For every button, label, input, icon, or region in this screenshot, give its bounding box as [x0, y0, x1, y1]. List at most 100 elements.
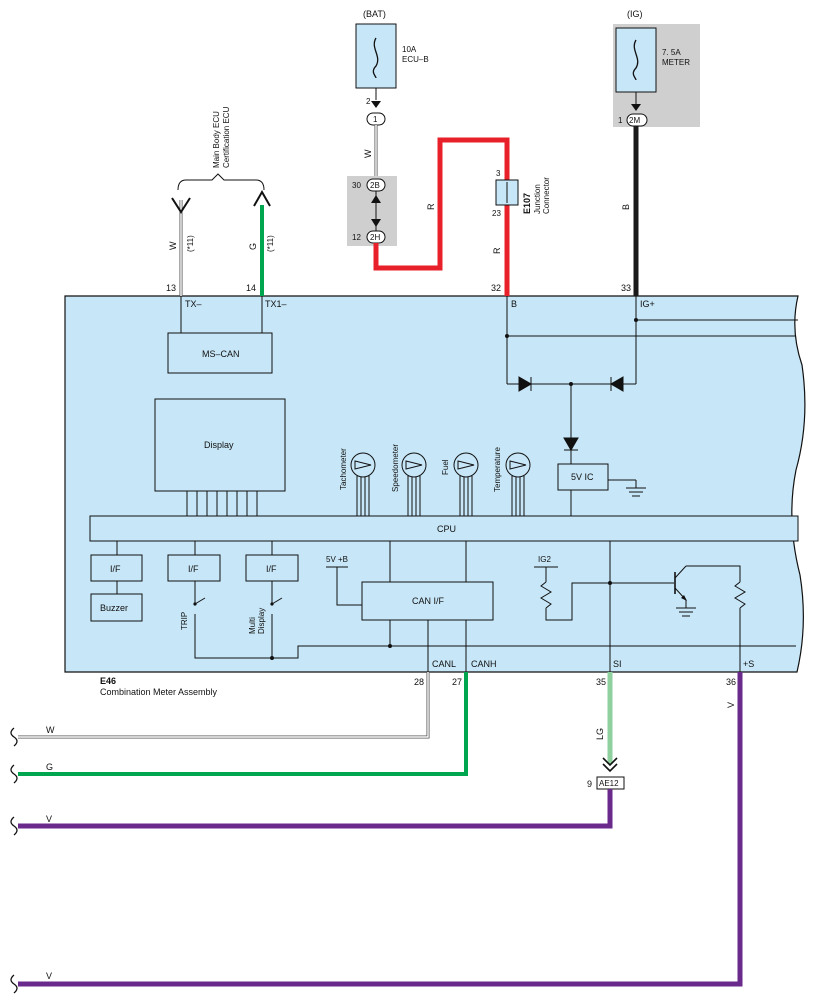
assembly-name: Combination Meter Assembly	[100, 687, 218, 697]
wire-label-w-bat: W	[363, 149, 373, 158]
trip-switch-icon	[193, 597, 206, 630]
wire-break-icon	[10, 974, 18, 994]
connector-1-label: 1	[373, 115, 378, 124]
terminal-ig: IG+	[640, 299, 655, 309]
if-label-1: I/F	[110, 564, 121, 574]
ecub-fuse-box	[355, 23, 397, 89]
terminal-canh: CANH	[471, 659, 497, 669]
bat-source-label: (BAT)	[363, 9, 386, 19]
temperature-label: Temperature	[493, 447, 502, 492]
wire-note-11a: (*11)	[186, 235, 195, 252]
pin-36: 36	[726, 677, 736, 687]
connector-2h-label: 2H	[370, 233, 380, 242]
ic5v-block	[557, 463, 609, 491]
tx-arrow-icon	[171, 197, 191, 214]
wire-label-g-left: G	[46, 762, 53, 772]
ecub-fuse-icon	[372, 37, 379, 79]
connector-2b-label: 2B	[370, 181, 380, 190]
pin-23: 23	[492, 209, 501, 218]
canif-label: CAN I/F	[412, 596, 445, 606]
temperature-needle-icon	[509, 460, 527, 470]
wire-break-icon	[10, 816, 18, 836]
pin-30: 30	[352, 181, 361, 190]
r-wire	[373, 137, 510, 271]
splice-arrow-down-icon	[371, 219, 381, 227]
ae12-arrow-icon	[602, 757, 618, 773]
fuel-label: Fuel	[441, 459, 450, 475]
terminal-s: +S	[743, 659, 754, 669]
wire-label-r1: R	[426, 203, 436, 210]
if-block-3	[245, 554, 299, 582]
diode-5vic-icon	[563, 437, 579, 451]
wire-break-icons	[10, 727, 18, 994]
mscan-block	[167, 332, 273, 374]
wire-label-v-left2: V	[46, 971, 52, 981]
ecu-target-line1: Main Body ECU	[212, 111, 221, 168]
ecub-fuse-name: ECU–B	[402, 55, 429, 64]
ic5v-label: 5V IC	[571, 472, 594, 482]
terminal-tx1: TX1–	[265, 299, 287, 309]
ground-icon-5vic	[626, 487, 646, 497]
tachometer-needle-icon	[354, 460, 372, 470]
meter-fuse-name: METER	[662, 58, 690, 67]
g-wire-canh	[18, 672, 468, 776]
v5b-label: 5V +B	[326, 555, 348, 564]
pin-35: 35	[596, 677, 606, 687]
v-wire-s	[18, 672, 743, 987]
pin-32: 32	[491, 283, 501, 293]
diode-b-icon	[518, 376, 532, 392]
fuel-needle-icon	[457, 460, 475, 470]
transistor-icon	[610, 565, 741, 608]
pin-1: 1	[618, 116, 623, 125]
display-bus	[186, 491, 258, 516]
temperature-gauge: Temperature	[493, 447, 531, 516]
if-label-3: I/F	[266, 564, 277, 574]
buzzer-label: Buzzer	[100, 603, 128, 613]
v-wire-ae12	[18, 789, 613, 829]
junction-name1: Junction	[533, 184, 542, 214]
ecub-fuse-rating: 10A	[402, 45, 417, 54]
ground-icon-transistor	[676, 607, 696, 617]
pin-3: 3	[496, 169, 501, 178]
ecu-target-line2: Certification ECU	[222, 106, 231, 168]
wire-label-v: V	[726, 702, 736, 708]
tx1-arrow-icon	[253, 189, 271, 207]
fuel-gauge: Fuel	[441, 452, 479, 516]
wire-label-g-tx1: G	[248, 243, 258, 250]
if-block-2	[167, 554, 221, 582]
meter-fuse-icon	[632, 39, 639, 81]
junction-id: E107	[522, 193, 532, 214]
display-label: Display	[204, 440, 234, 450]
speedometer-label: Speedometer	[391, 444, 400, 492]
assembly-id: E46	[100, 676, 116, 686]
wire-break-icon	[10, 764, 18, 784]
splice-arrow-up-icon	[371, 195, 381, 203]
w-wire-canl	[18, 672, 429, 738]
terminal-tx: TX–	[185, 299, 202, 309]
wire-label-r2: R	[492, 247, 502, 254]
pin-13: 13	[166, 283, 176, 293]
display-block	[154, 398, 286, 492]
conn-2m-arrow-icon	[631, 104, 641, 111]
multi-label-2: Display	[257, 608, 266, 634]
terminal-canl: CANL	[432, 659, 456, 669]
if-label-2: I/F	[188, 564, 199, 574]
junction-e107: 3 23 E107 Junction Connector	[492, 169, 551, 218]
diode-ig-icon	[610, 376, 624, 392]
connector-ae12-label: AE12	[599, 779, 619, 788]
junction-name2: Connector	[542, 177, 551, 214]
pin-27: 27	[452, 677, 462, 687]
ig-source-label: (IG)	[627, 9, 643, 19]
pin-33: 33	[621, 283, 631, 293]
pin-28: 28	[414, 677, 424, 687]
wire-label-w-left: W	[46, 725, 55, 735]
cpu-label: CPU	[437, 524, 456, 534]
multi-label-1: Multi	[248, 617, 257, 634]
ecu-target-group: Main Body ECU Certification ECU W (*11) …	[166, 106, 275, 296]
mscan-label: MS–CAN	[202, 349, 240, 359]
ig2-resistor-icon	[540, 581, 552, 609]
meter-fuse-box	[615, 27, 657, 93]
wire-label-v-left1: V	[46, 814, 52, 824]
meter-fuse-rating: 7. 5A	[662, 48, 681, 57]
terminal-si: SI	[613, 659, 622, 669]
